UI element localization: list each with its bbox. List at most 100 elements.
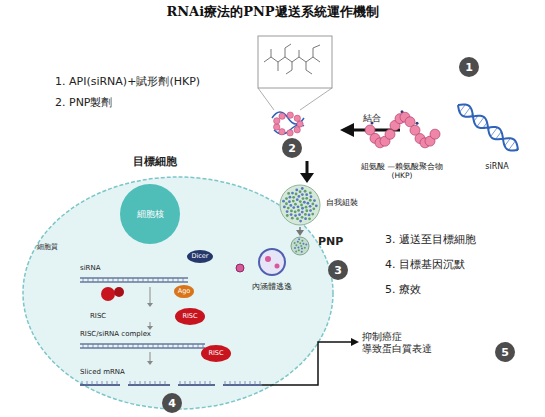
texture-dot [312,207,315,210]
base-pair [173,278,174,282]
base-pair [93,344,94,348]
base [180,381,181,385]
mrna-segment [178,384,215,385]
base [235,381,236,385]
callout-number: 3 [328,260,348,280]
base-pair [103,344,104,348]
base [140,381,141,385]
sirna-label: siRNA [485,162,508,171]
texture-dot [315,204,318,207]
base-pair [88,344,89,348]
mrna-segment [223,384,262,385]
base [117,381,118,385]
texture-dot [294,210,297,213]
base-pair [143,278,144,282]
texture-dot [301,193,304,196]
texture-dot [290,210,293,213]
bead [294,115,300,121]
texture-dot [301,251,303,253]
node-text: Dicer [191,253,208,260]
diagram-title: RNAi療法的PNP遞送系統運作機制 [0,3,545,21]
base [92,381,93,385]
texture-dot [304,217,307,220]
base-pair [491,127,498,136]
texture-dot [289,196,292,199]
texture-dot [298,249,300,251]
texture-dot [309,191,312,194]
texture-dot [305,209,308,212]
texture-dot [303,201,306,204]
risc-protein [114,287,124,297]
chemical-structure [264,44,320,74]
sirna-molecule [458,104,518,150]
base [205,381,206,385]
base [210,381,211,385]
texture-dot [295,189,298,192]
base [145,381,146,385]
texture-dot [295,250,297,252]
texture-dot [294,214,297,217]
texture-dot [309,209,312,212]
texture-dot [295,193,298,196]
base-pair [168,344,169,348]
bead [294,127,300,133]
callout-number: 1 [459,57,479,77]
base [97,381,98,385]
strand [458,105,518,150]
pnp-label: PNP [318,236,343,249]
bead [430,129,440,139]
base [165,381,166,385]
base [230,381,231,385]
node-text: RISC [182,313,197,320]
base [82,381,83,385]
sirna-label: siRNA [80,264,100,272]
risc-protein [101,287,115,301]
strand [80,343,205,344]
base-pair [93,278,94,282]
step-arrow [150,352,151,361]
base-pair [83,344,84,348]
cytoplasm-label: 細胞質 [37,243,58,251]
texture-dot [299,200,302,203]
base-pair [98,278,99,282]
base [195,381,196,385]
step-item: 4. 目標基因沉默 [385,259,465,272]
texture-dot [304,190,307,193]
cell-membrane [23,177,333,409]
base-pair [193,344,194,348]
texture-dot [305,197,308,200]
texture-dot [308,214,311,217]
ago-protein: Ago [174,285,195,298]
risc-complex: RISC [201,345,231,362]
node-text: Ago [178,288,191,295]
base-pair [108,344,109,348]
risc-label: RISC [90,312,106,320]
nucleus: 細胞核 [120,184,180,244]
base [185,381,186,385]
texture-dot [305,206,308,209]
base-pair [163,278,164,282]
base [102,381,103,385]
base-pair [98,344,99,348]
texture-dot [294,242,296,244]
texture-dot [297,205,300,208]
pnp-particle [291,237,309,255]
base-pair [158,278,159,282]
endosome-particle [275,264,280,269]
texture-dot [297,241,299,243]
texture-dot [295,244,297,246]
base [225,381,226,385]
texture-dot [286,210,289,213]
base-pair [158,344,159,348]
base-pair [183,344,184,348]
base-pair [128,278,129,282]
bead [385,129,395,139]
base-pair [173,344,174,348]
base [135,381,136,385]
texture-dot [305,193,308,196]
base-pair [153,278,154,282]
texture-dot [300,204,303,207]
texture-dot [292,206,295,209]
base-pair [138,344,139,348]
bead [279,113,285,119]
